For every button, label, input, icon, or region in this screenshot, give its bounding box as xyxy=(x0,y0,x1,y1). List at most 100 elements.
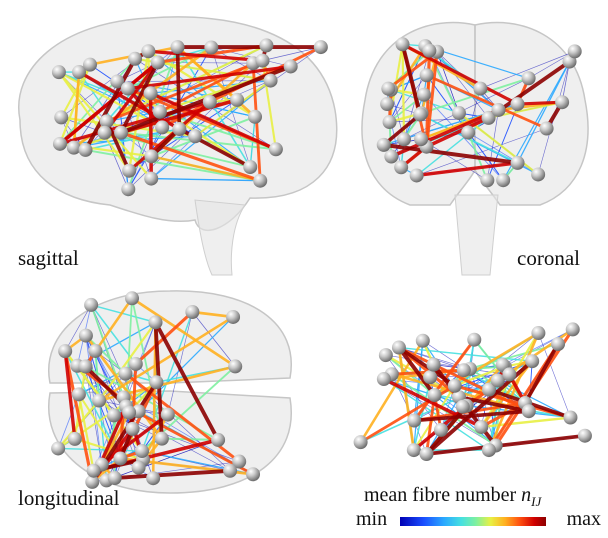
network-node xyxy=(255,53,270,68)
longitudinal-nodes xyxy=(51,291,261,489)
network-node xyxy=(283,59,298,74)
network-edge xyxy=(538,332,571,418)
network-node xyxy=(230,92,245,107)
network-edge xyxy=(131,298,163,439)
network-node xyxy=(461,125,476,140)
network-edge xyxy=(517,100,563,106)
network-node xyxy=(482,382,497,397)
network-node xyxy=(525,354,540,369)
network-edge xyxy=(59,58,136,145)
network-node xyxy=(128,51,143,66)
network-node xyxy=(577,428,592,443)
network-node xyxy=(92,393,107,408)
network-edge xyxy=(148,93,153,179)
network-node xyxy=(154,431,169,446)
network-node xyxy=(565,322,580,337)
network-node xyxy=(473,81,488,96)
network-node xyxy=(416,87,431,102)
network-node xyxy=(51,65,66,80)
perspective-view xyxy=(340,308,600,478)
network-node xyxy=(99,114,114,129)
network-node xyxy=(121,182,136,197)
network-node xyxy=(426,357,441,372)
network-node xyxy=(146,471,161,486)
network-edge xyxy=(426,73,548,130)
network-node xyxy=(228,359,243,374)
network-edge xyxy=(397,347,416,451)
sagittal-nodes xyxy=(51,38,328,197)
network-edge xyxy=(403,77,529,140)
network-node xyxy=(467,332,482,347)
network-node xyxy=(427,388,442,403)
colorbar-title-text: mean fibre number xyxy=(364,484,517,506)
network-node xyxy=(378,348,393,363)
sagittal-label: sagittal xyxy=(18,246,79,270)
network-node xyxy=(86,463,101,478)
longitudinal-brain-render xyxy=(48,290,292,494)
network-node xyxy=(128,356,143,371)
network-node xyxy=(149,375,164,390)
coronal-label: coronal xyxy=(517,246,580,270)
colorbar-symbol: n xyxy=(521,484,532,506)
network-edge xyxy=(516,61,571,164)
network-node xyxy=(510,97,525,112)
network-node xyxy=(125,421,140,436)
network-node xyxy=(455,399,470,414)
network-edge xyxy=(523,343,560,404)
network-node xyxy=(407,413,422,428)
network-node xyxy=(67,431,82,446)
network-node xyxy=(155,120,170,135)
network-edge xyxy=(58,447,143,452)
network-node xyxy=(481,110,496,125)
sagittal-brainstem xyxy=(194,199,246,276)
network-node xyxy=(160,407,175,422)
network-edge xyxy=(262,46,321,61)
network-node xyxy=(451,106,466,121)
network-edge xyxy=(454,365,506,387)
network-edge xyxy=(58,64,92,145)
network-node xyxy=(376,137,391,152)
network-node xyxy=(78,359,93,374)
network-node xyxy=(152,104,167,119)
network-edge xyxy=(463,343,559,372)
network-node xyxy=(263,73,278,88)
network-edge xyxy=(94,297,134,352)
network-node xyxy=(496,173,511,188)
network-edge xyxy=(124,372,241,463)
network-node xyxy=(563,410,578,425)
network-edge xyxy=(401,42,519,106)
network-node xyxy=(409,168,424,183)
colorbar-min-label: min xyxy=(356,508,388,530)
colorbar: min max xyxy=(356,508,601,532)
network-node xyxy=(491,102,506,117)
network-node xyxy=(114,125,129,140)
network-node xyxy=(456,363,471,378)
network-node xyxy=(384,149,399,164)
network-node xyxy=(84,297,99,312)
network-node xyxy=(141,44,156,59)
network-node xyxy=(66,140,81,155)
network-edge xyxy=(487,109,499,181)
network-edge xyxy=(497,379,571,419)
perspective-nodes xyxy=(353,322,592,462)
network-edge xyxy=(458,395,530,414)
network-node xyxy=(204,40,219,55)
network-edge xyxy=(398,346,533,362)
network-node xyxy=(243,159,258,174)
network-edge xyxy=(119,61,160,134)
network-edge xyxy=(426,433,586,456)
network-node xyxy=(85,474,100,489)
network-node xyxy=(376,372,391,387)
network-edge xyxy=(480,51,575,89)
network-node xyxy=(395,37,410,52)
network-node xyxy=(397,132,412,147)
network-node xyxy=(353,435,368,450)
network-node xyxy=(248,109,263,124)
network-edge xyxy=(397,346,437,397)
network-node xyxy=(382,115,397,130)
network-node xyxy=(118,366,133,381)
network-node xyxy=(481,443,496,458)
network-node xyxy=(246,467,261,482)
network-node xyxy=(480,173,495,188)
network-edge xyxy=(85,148,261,182)
